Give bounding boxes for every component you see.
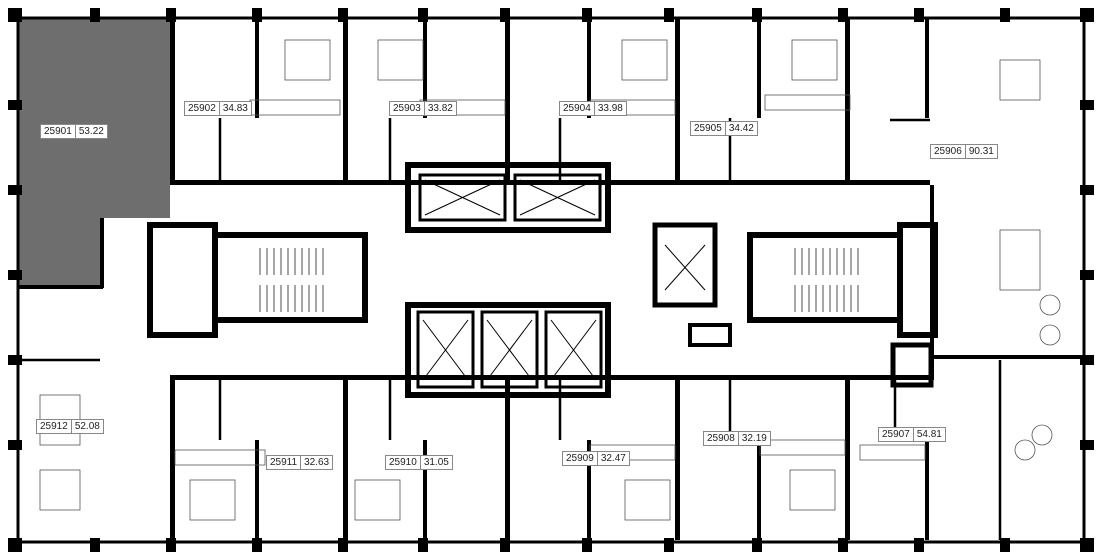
apartment-number: 25907 (879, 428, 914, 441)
apartment-number: 25905 (691, 122, 726, 135)
apartment-area: 33.82 (427, 103, 453, 114)
apartment-area: 33.98 (597, 103, 623, 114)
apartment-number: 25909 (563, 452, 598, 465)
apartment-number: 25902 (185, 102, 220, 115)
walls (18, 18, 1080, 540)
apartment-area: 31.05 (423, 457, 449, 468)
apartment-area: 34.83 (222, 103, 248, 114)
columns (8, 8, 1094, 552)
apartment-number: 25911 (267, 456, 302, 469)
apartment-number: 25903 (390, 102, 425, 115)
apartment-area: 32.47 (600, 453, 626, 464)
apartment-number: 25904 (560, 102, 595, 115)
apartment-area: 32.63 (304, 457, 330, 468)
apartment-number: 25906 (931, 145, 966, 158)
apartment-area: 52.08 (74, 421, 100, 432)
apartment-area: 34.42 (728, 123, 754, 134)
building-outline (16, 16, 1086, 544)
stair-treads (259, 248, 859, 312)
apartment-area: 90.31 (968, 146, 994, 157)
apartment-number: 25901 (41, 125, 76, 138)
apartment-number: 25908 (704, 432, 739, 445)
core (147, 162, 938, 398)
apartment-area: 54.81 (916, 429, 942, 440)
apartment-number: 25910 (386, 456, 421, 469)
apartment-area: 53.22 (78, 126, 104, 137)
apartment-number: 25912 (37, 420, 72, 433)
apartment-area: 32.19 (741, 433, 767, 444)
apartment-25901-highlight[interactable] (18, 18, 170, 285)
